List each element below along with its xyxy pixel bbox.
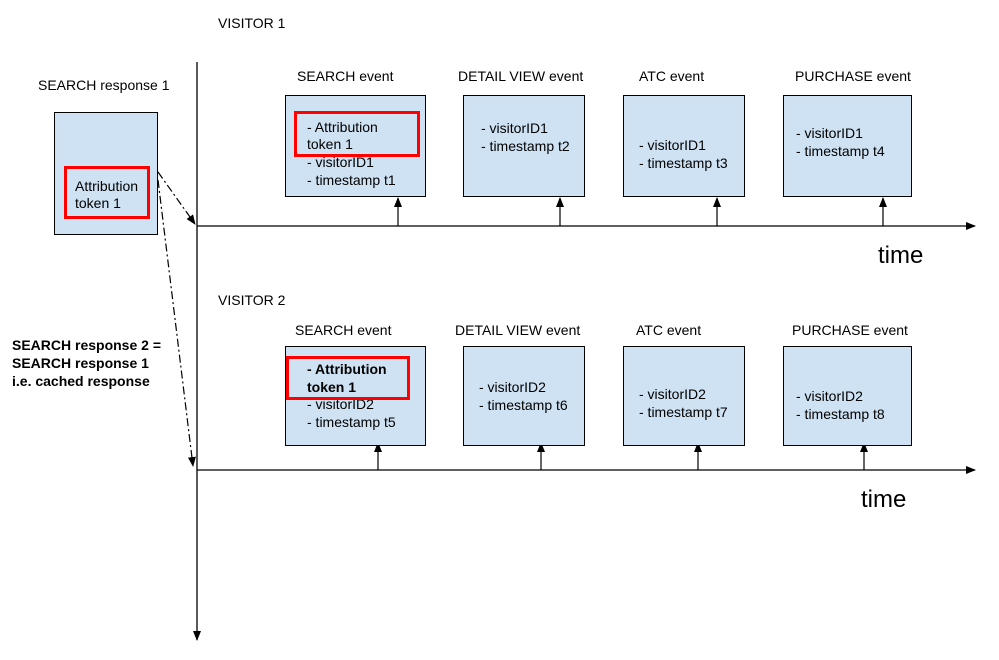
visitor1-event-title: ATC event [639, 68, 705, 84]
visitor2-token-highlight [286, 356, 410, 400]
visitor1-title: VISITOR 1 [218, 15, 286, 31]
visitor2-search-line: - Attribution [307, 361, 387, 377]
visitor1-search-line: - visitorID1 [307, 154, 374, 170]
search-response-box [54, 112, 158, 235]
visitor1-search-line: - timestamp t1 [307, 172, 396, 188]
visitor1-search-line: - Attribution [307, 119, 378, 135]
cached-note-line: SEARCH response 1 [12, 355, 149, 371]
visitor1-detail-line: - visitorID1 [481, 120, 548, 136]
visitor2-search-line: - visitorID2 [307, 396, 374, 412]
visitor1-event-title: SEARCH event [297, 68, 394, 84]
visitor2-time-label: time [861, 486, 907, 513]
visitor1-token-highlight [294, 111, 420, 157]
visitor2-title: VISITOR 2 [218, 292, 286, 308]
visitor2-atc-line: - timestamp t7 [639, 404, 728, 420]
visitor1-purchase-event-box [783, 95, 912, 197]
search-response-title: SEARCH response 1 [38, 77, 170, 93]
visitor1-detail-view-event-box [463, 95, 585, 197]
search-response-token-line: Attribution [75, 178, 139, 194]
visitor2-search-line: token 1 [307, 379, 357, 395]
visitor2-detail-line: - visitorID2 [479, 379, 546, 395]
search-response-token-line: token 1 [75, 195, 121, 211]
token-to-visitor2-connector [157, 179, 196, 467]
visitor1-atc-line: - visitorID1 [639, 137, 706, 153]
visitor1-purchase-line: - timestamp t4 [796, 143, 885, 159]
visitor1-time-label: time [878, 242, 924, 269]
visitor2-event-title: SEARCH event [295, 322, 392, 338]
cached-note-line: i.e. cached response [12, 373, 150, 389]
visitor2-event-title: PURCHASE event [792, 322, 908, 338]
visitor1-event-title: PURCHASE event [795, 68, 911, 84]
token-to-visitor1-connector [157, 171, 196, 225]
visitor2-purchase-line: - visitorID2 [796, 388, 863, 404]
visitor2-atc-line: - visitorID2 [639, 386, 706, 402]
visitor2-event-title: ATC event [636, 322, 702, 338]
cached-note-line: SEARCH response 2 = [12, 337, 161, 353]
visitor2-detail-line: - timestamp t6 [479, 397, 568, 413]
search-response-token-highlight [64, 166, 150, 219]
visitor1-search-line: token 1 [307, 136, 353, 152]
visitor2-search-line: - timestamp t5 [307, 414, 396, 430]
visitor2-purchase-line: - timestamp t8 [796, 406, 885, 422]
visitor2-detail-view-event-box [463, 346, 585, 446]
visitor2-event-title: DETAIL VIEW event [455, 322, 581, 338]
visitor1-detail-line: - timestamp t2 [481, 138, 570, 154]
visitor1-event-title: DETAIL VIEW event [458, 68, 584, 84]
visitor2-purchase-event-box [783, 346, 912, 446]
visitor1-atc-event-box [623, 95, 745, 197]
visitor2-atc-event-box [623, 346, 745, 446]
visitor1-atc-line: - timestamp t3 [639, 155, 728, 171]
visitor1-purchase-line: - visitorID1 [796, 125, 863, 141]
